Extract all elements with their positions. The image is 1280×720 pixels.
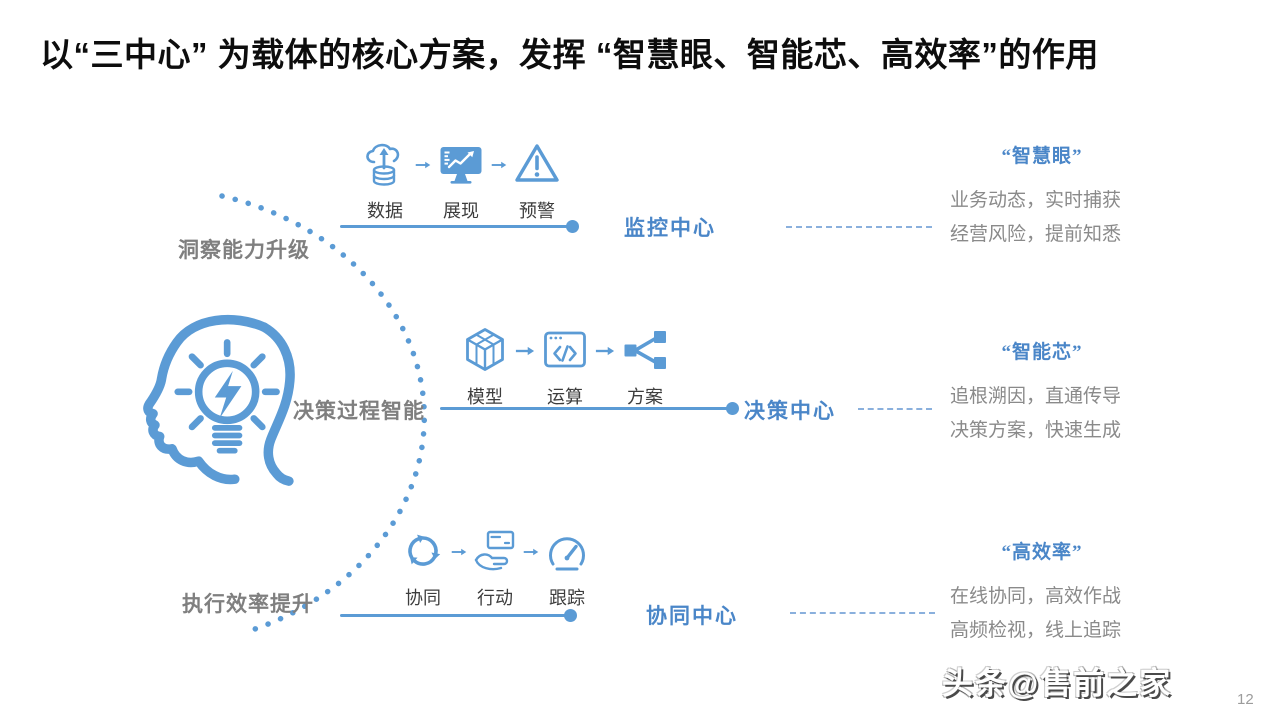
callout-line: 在线协同，高效作战 <box>950 586 1122 607</box>
line-end-dot <box>564 609 577 622</box>
monitor-chart-icon <box>437 140 485 188</box>
arrow-right-icon <box>523 546 539 558</box>
step-compute: 运算 <box>535 326 595 409</box>
cloud-database-icon <box>361 140 409 188</box>
recycle-arrows-icon <box>399 527 447 575</box>
warning-triangle-icon <box>513 140 561 188</box>
steps-collaboration: 协同 行动 <box>395 527 595 610</box>
arrow-right-icon <box>491 159 507 171</box>
step-label: 预警 <box>519 201 555 221</box>
watermark: 头条@售前之家 <box>942 666 1173 701</box>
arrow-right-icon <box>415 159 431 171</box>
connector-line-monitoring <box>340 220 579 233</box>
step-label: 行动 <box>477 588 513 608</box>
step-label: 方案 <box>627 387 663 407</box>
arrow-right-icon <box>451 546 467 558</box>
center-label-decision: 决策中心 <box>744 399 836 423</box>
share-nodes-icon <box>621 326 669 374</box>
page-title: 以“三中心” 为载体的核心方案，发挥 “智慧眼、智能芯、高效率”的作用 <box>40 36 1099 73</box>
step-display: 展现 <box>431 140 491 223</box>
callout-line: 经营风险，提前知悉 <box>950 224 1122 245</box>
connector-line-collaboration <box>340 609 577 622</box>
side-label-execution: 执行效率提升 <box>182 592 314 616</box>
step-plan: 方案 <box>615 326 675 409</box>
callout-line: 决策方案，快速生成 <box>950 420 1122 441</box>
step-label: 展现 <box>443 201 479 221</box>
callout-smart-chip: “智能芯” 追根溯因，直通传导 决策方案，快速生成 <box>950 340 1134 448</box>
code-window-icon <box>541 326 589 374</box>
step-model: 模型 <box>455 326 515 409</box>
center-label-monitoring: 监控中心 <box>624 216 716 240</box>
step-collaborate: 协同 <box>395 527 451 610</box>
dashed-connector-monitoring <box>786 226 932 228</box>
callout-line: 高频检视，线上追踪 <box>950 620 1122 641</box>
steps-monitoring: 数据 展现 <box>355 140 567 223</box>
center-label-collaboration: 协同中心 <box>646 604 738 628</box>
callout-line: 业务动态，实时捕获 <box>950 190 1122 211</box>
arrow-right-icon <box>515 345 535 357</box>
side-label-decision: 决策过程智能 <box>293 399 425 423</box>
head-lightbulb-figure <box>143 193 428 635</box>
step-label: 数据 <box>367 201 403 221</box>
callout-title: “高效率” <box>1001 542 1083 563</box>
callout-title: “智能芯” <box>1001 342 1083 363</box>
callout-title: “智慧眼” <box>1001 146 1083 167</box>
step-data: 数据 <box>355 140 415 223</box>
head-lightbulb-icon <box>143 314 295 486</box>
dashed-connector-decision <box>858 408 932 410</box>
side-label-insight: 洞察能力升级 <box>178 238 310 262</box>
arrow-right-icon <box>595 345 615 357</box>
callout-high-efficiency: “高效率” 在线协同，高效作战 高频检视，线上追踪 <box>950 540 1134 648</box>
gauge-icon <box>543 527 591 575</box>
dotted-arc <box>219 193 428 635</box>
connector-line-decision <box>440 402 739 415</box>
step-label: 协同 <box>405 588 441 608</box>
hand-card-icon <box>471 527 519 575</box>
step-track: 跟踪 <box>539 527 595 610</box>
step-action: 行动 <box>467 527 523 610</box>
steps-decision: 模型 运算 <box>455 326 675 409</box>
callout-line: 追根溯因，直通传导 <box>950 386 1122 407</box>
step-label: 运算 <box>547 387 583 407</box>
step-label: 模型 <box>467 387 503 407</box>
dashed-connector-collaboration <box>790 612 935 614</box>
line-end-dot <box>566 220 579 233</box>
line-end-dot <box>726 402 739 415</box>
cube-3d-icon <box>461 326 509 374</box>
callout-smart-eye: “智慧眼” 业务动态，实时捕获 经营风险，提前知悉 <box>950 144 1134 252</box>
step-label: 跟踪 <box>549 588 585 608</box>
step-warning: 预警 <box>507 140 567 223</box>
page-number: 12 <box>1237 691 1254 708</box>
